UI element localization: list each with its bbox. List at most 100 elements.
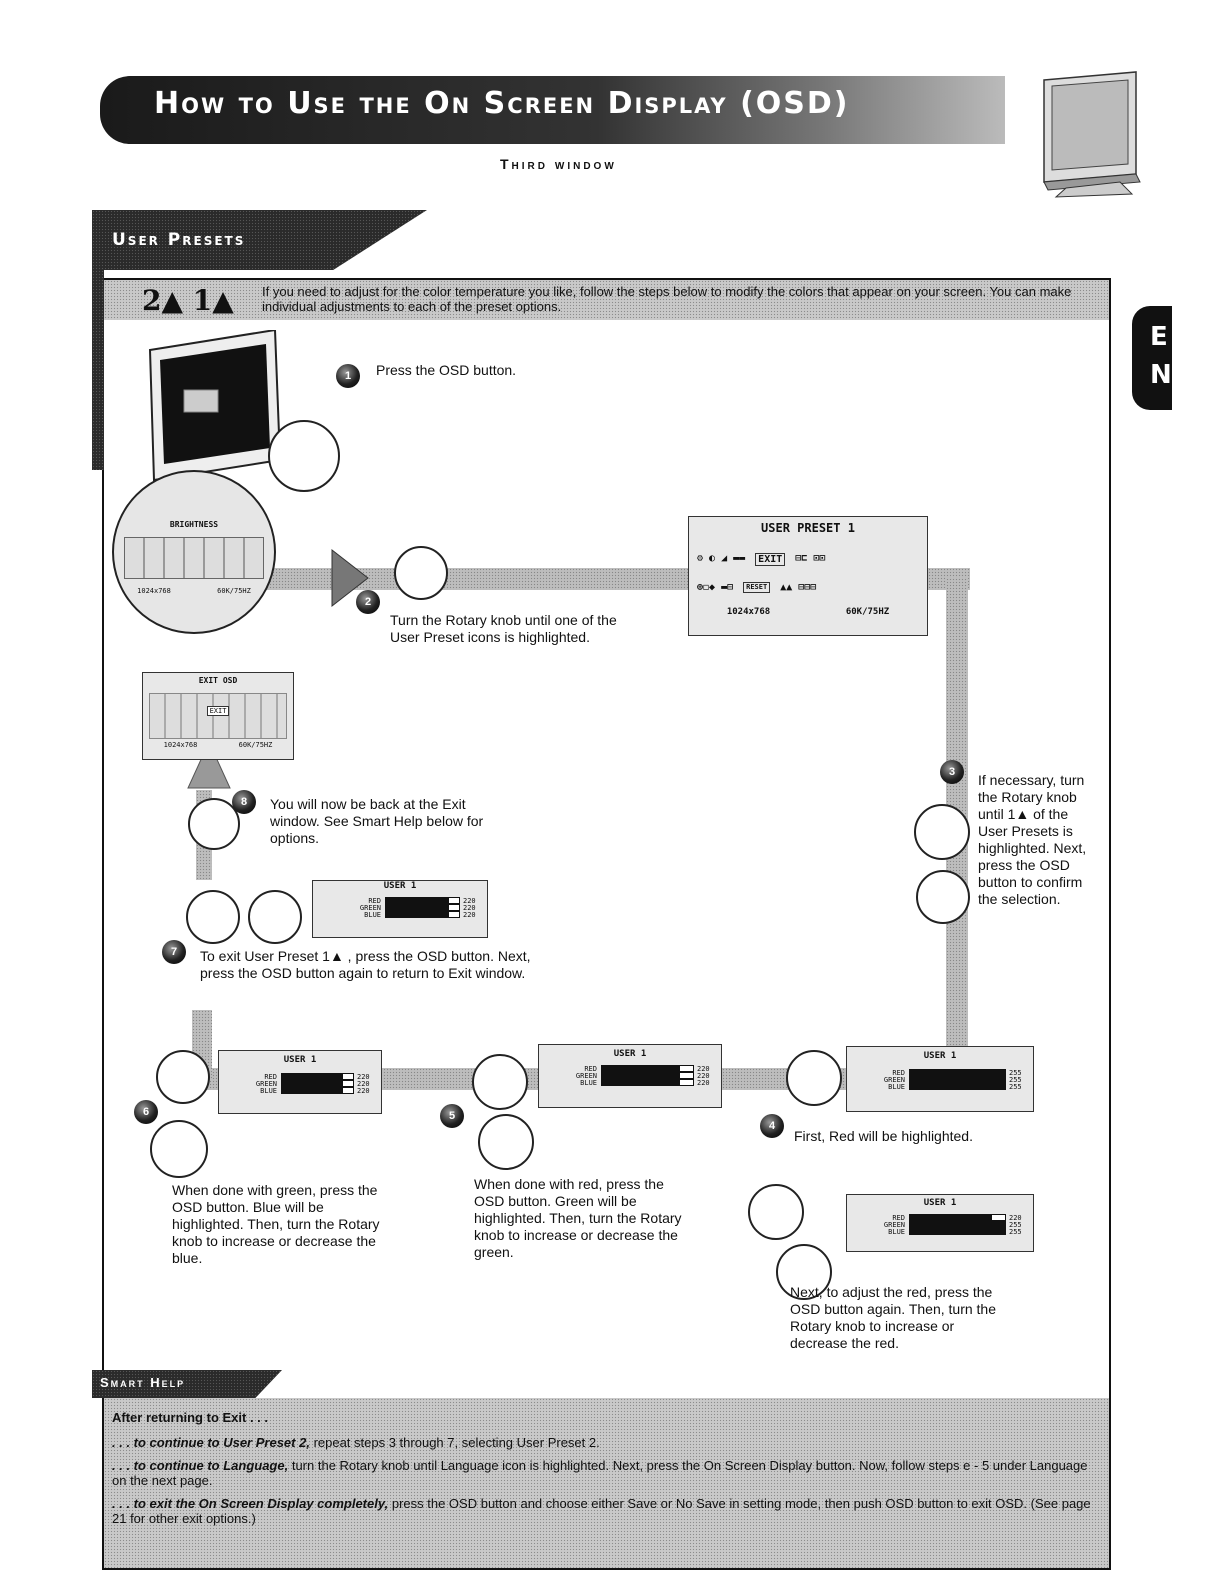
color-bar-track [601, 1072, 694, 1079]
color-label: RED [584, 1064, 597, 1073]
color-bar-track [909, 1076, 1006, 1083]
color-bar-track [601, 1065, 694, 1072]
color-label: BLUE [888, 1227, 905, 1236]
color-bar-fill [602, 1080, 681, 1085]
page-title: How to Use the On Screen Display (OSD) [154, 86, 850, 121]
color-bar-row: BLUE 255 [857, 1227, 1027, 1236]
color-bar-track [281, 1073, 354, 1080]
monitor-closeup: BRIGHTNESS 1024x768 60K/75HZ [112, 470, 276, 634]
color-value: 255 [1009, 1227, 1022, 1236]
rotary-knob-icon [478, 1114, 534, 1170]
hand-press-icon [268, 420, 340, 492]
rotary-knob-icon [914, 804, 970, 860]
closeup-status: 1024x768 60K/75HZ [114, 587, 274, 595]
color-value: 220 [697, 1071, 710, 1080]
monitor-illustration [140, 328, 340, 510]
step-4b-text: Next, to adjust the red, press the OSD b… [790, 1284, 996, 1351]
osd-exit-panel: EXIT OSD EXIT 1024x768 60K/75HZ [142, 672, 294, 760]
closeup-status-left: 1024x768 [137, 587, 171, 595]
color-label: GREEN [883, 1075, 905, 1084]
color-bar-fill [910, 1215, 992, 1220]
color-value: 255 [1009, 1068, 1022, 1077]
user-preset-icons: 2▲ 1▲ [142, 284, 234, 317]
color-label: BLUE [580, 1078, 597, 1087]
rotary-knob-icon [394, 546, 448, 600]
color-value: 220 [463, 896, 476, 905]
osd-icons: ⊕◻◆ ▬⊟ [697, 582, 734, 593]
hand-press-icon [156, 1050, 210, 1104]
side-tab-letters: E N [1150, 318, 1172, 394]
intro-text: If you need to adjust for the color temp… [262, 284, 1072, 314]
color-bar-fill [386, 912, 449, 917]
color-bar-fill [282, 1081, 344, 1086]
color-value: 255 [1009, 1220, 1022, 1229]
color-bar-fill [282, 1074, 344, 1079]
step-8-badge: 8 [232, 790, 256, 814]
user-preset-icons: ▲▲ ⊟⊟⊟ [780, 582, 817, 593]
osd-exit-status-right: 60K/75HZ [238, 741, 273, 749]
color-bar-fill [386, 905, 449, 910]
hand-press-icon [248, 890, 302, 944]
color-label: BLUE [364, 910, 381, 919]
step-3-text: If necessary, turn the Rotary knob until… [978, 772, 1087, 907]
connector-top [260, 568, 690, 590]
color-bar-row: GREEN 220 [229, 1079, 375, 1088]
color-bar-track [385, 897, 460, 904]
header-banner [100, 76, 1005, 144]
color-bar-track [385, 904, 460, 911]
color-label: GREEN [575, 1071, 597, 1080]
step-4-badge: 4 [760, 1114, 784, 1138]
osd-exit-label: EXIT [206, 706, 230, 716]
color-bar-row: RED 220 [549, 1064, 715, 1073]
color-bar-fill [910, 1229, 1005, 1234]
osd-icons: ⚙ ◐ ◢ ▬▬ [697, 553, 746, 564]
intro-bar [104, 280, 1109, 320]
color-value: 255 [1009, 1082, 1022, 1091]
hand-press-icon [472, 1054, 528, 1110]
color-label: GREEN [359, 903, 381, 912]
smart-help-tab [92, 1370, 282, 1398]
osd-exit-status-left: 1024x768 [163, 741, 198, 749]
color-value: 220 [463, 903, 476, 912]
smart-help-item: . . . to continue to Language, turn the … [112, 1458, 1092, 1488]
step-8-text: You will now be back at the Exit window.… [270, 796, 484, 846]
rotary-knob-icon [776, 1244, 832, 1300]
hand-press-icon [748, 1184, 804, 1240]
osd-status-left: 1024x768 [726, 607, 771, 617]
color-bar-track [601, 1079, 694, 1086]
color-bar-row: BLUE 220 [333, 910, 481, 919]
color-value: 220 [697, 1064, 710, 1073]
color-label: BLUE [888, 1082, 905, 1091]
color-value: 220 [1009, 1213, 1022, 1222]
osd-exit-grid: EXIT [149, 693, 287, 739]
step-5-badge: 5 [440, 1104, 464, 1128]
hand-press-icon [188, 798, 240, 850]
color-label: RED [892, 1213, 905, 1222]
user-panel-title: USER 1 [923, 1051, 957, 1061]
closeup-grid [124, 537, 264, 579]
smart-help-item-lead: . . . to continue to User Preset 2, [112, 1435, 310, 1450]
color-bar-fill [910, 1070, 1005, 1075]
right-arrow-icon [330, 548, 370, 613]
instructions-frame [102, 278, 1111, 1570]
smart-help-item-text: turn the Rotary knob until Language icon… [112, 1458, 1088, 1488]
user-panel-title: USER 1 [923, 1198, 957, 1208]
color-value: 220 [357, 1079, 370, 1088]
osd-status: 1024x768 60K/75HZ [689, 607, 927, 617]
smart-help-item-lead: . . . to exit the On Screen Display comp… [112, 1496, 389, 1511]
rotary-knob-icon [150, 1120, 208, 1178]
user-panel-title: USER 1 [383, 881, 417, 891]
color-bar-fill [386, 898, 449, 903]
color-label: BLUE [260, 1086, 277, 1095]
step-2-badge: 2 [356, 590, 380, 614]
step-2-text: Turn the Rotary knob until one of the Us… [390, 612, 617, 645]
color-label: GREEN [255, 1079, 277, 1088]
smart-help-item-text: repeat steps 3 through 7, selecting User… [313, 1435, 600, 1450]
color-value: 220 [463, 910, 476, 919]
